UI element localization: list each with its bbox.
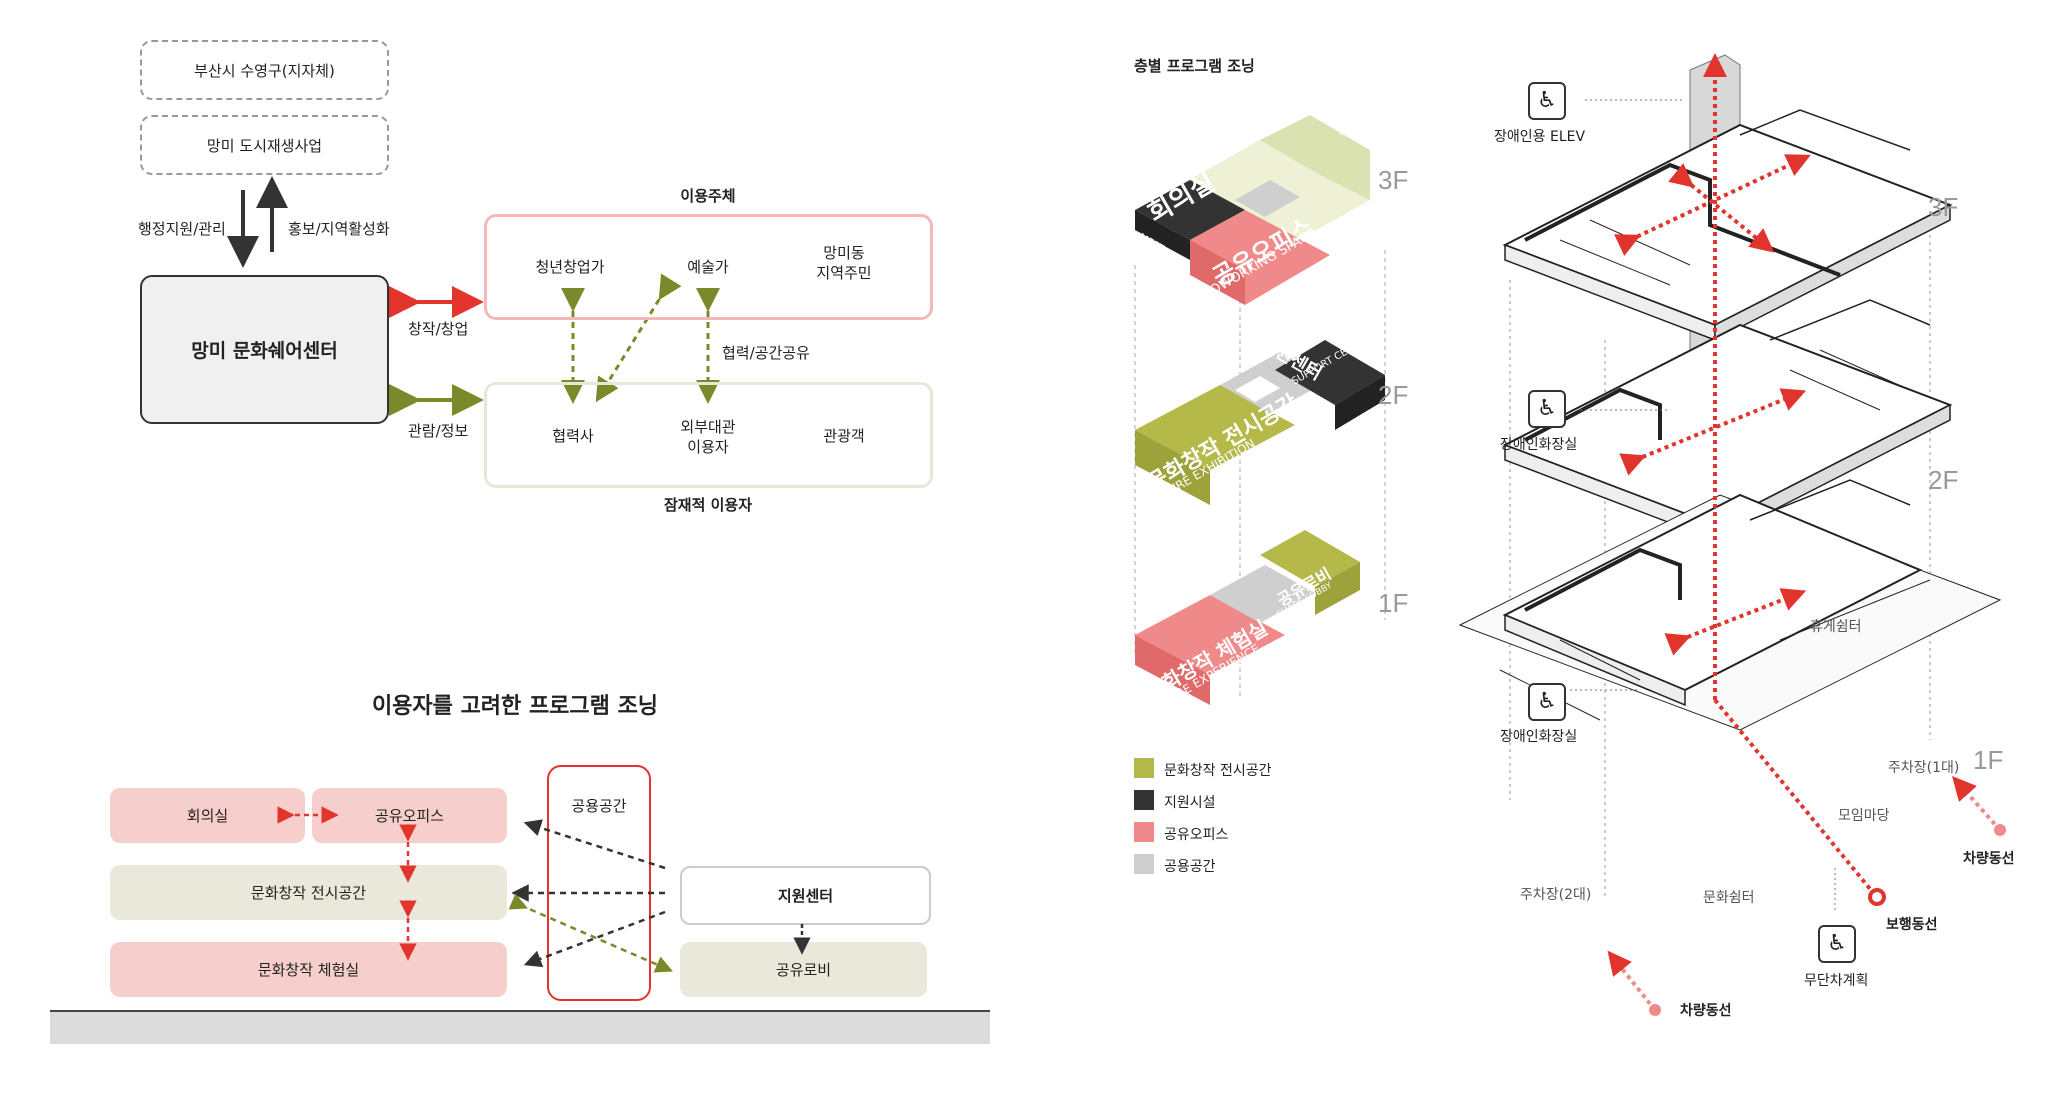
legend-label-shared: 공용공간 xyxy=(1164,859,1216,875)
wc2-label: 장애인화장실 xyxy=(1500,437,1578,453)
floor-zoning-diagram xyxy=(1134,115,1386,705)
shared-box xyxy=(547,765,651,1001)
axonometric-drawing xyxy=(1458,53,2006,1016)
gov-label: 부산시 수영구(지자체) xyxy=(194,61,335,80)
meeting-box: 회의실 xyxy=(110,788,305,843)
user-resident: 망미동 지역주민 xyxy=(816,244,872,282)
wheelchair-icon: ♿ xyxy=(1528,683,1566,721)
link2-label: 관람/정보 xyxy=(408,422,469,440)
up-label: 홍보/지역활성화 xyxy=(288,220,390,238)
fz-label-2f: 2F xyxy=(1378,380,1409,410)
vehicle1-label: 차량동선 xyxy=(1963,851,2015,867)
potential-partner: 협력사 xyxy=(552,427,594,445)
pedestrian-label: 보행동선 xyxy=(1886,917,1938,933)
cowork-box: 공유오피스 xyxy=(312,788,507,843)
gathering-label: 모임마당 xyxy=(1838,808,1890,824)
user-startup: 청년창업가 xyxy=(535,258,605,276)
user-artist: 예술가 xyxy=(687,258,729,276)
culture-rest-label: 문화쉼터 xyxy=(1703,890,1755,906)
potential-rental: 외부대관 이용자 xyxy=(680,418,736,456)
legend-swatch-cowork xyxy=(1134,822,1154,842)
users-box xyxy=(484,214,933,320)
olive-cross-arrow xyxy=(508,893,674,973)
parking2-label: 주차장(2대) xyxy=(1520,887,1592,903)
fz-label-3f: 3F xyxy=(1378,165,1409,195)
zoning-arrows xyxy=(277,806,811,973)
cowork-label: 공유오피스 xyxy=(374,807,444,825)
floor-1f-block xyxy=(1135,530,1360,705)
potential-title: 잠재적 이용자 xyxy=(663,496,753,514)
down-label: 행정지원/관리 xyxy=(138,220,226,238)
vehicle2-label: 차량동선 xyxy=(1680,1003,1732,1019)
barrier-free-label: 무단차계획 xyxy=(1804,973,1869,989)
potential-box xyxy=(484,382,933,488)
project-box: 망미 도시재생사업 xyxy=(140,115,389,175)
coop-label: 협력/공간공유 xyxy=(722,344,810,362)
center-label: 망미 문화쉐어센터 xyxy=(191,340,338,362)
gov-box: 부산시 수영구(지자체) xyxy=(140,40,389,100)
elev-label: 장애인용 ELEV xyxy=(1494,129,1586,145)
fz-label-1f: 1F xyxy=(1378,588,1409,618)
ground-bar xyxy=(50,1010,990,1044)
legend-swatch-exhibit xyxy=(1134,758,1154,778)
wheelchair-icon: ♿ xyxy=(1528,390,1566,428)
experience-label: 문화창작 체험실 xyxy=(257,961,360,979)
rest-label: 휴게쉼터 xyxy=(1810,619,1862,635)
exhibit-box: 문화창작 전시공간 xyxy=(110,865,507,920)
org-arrows xyxy=(227,176,720,416)
project-label: 망미 도시재생사업 xyxy=(206,136,323,155)
coop-arrow-2 xyxy=(595,273,682,403)
potential-tourist: 관광객 xyxy=(823,427,865,445)
support-label: 지원센터 xyxy=(777,887,834,905)
experience-box: 문화창작 체험실 xyxy=(110,942,507,997)
legend-swatch-shared xyxy=(1134,854,1154,874)
support-box: 지원센터 xyxy=(680,866,931,925)
wheelchair-icon: ♿ xyxy=(1528,82,1566,120)
zoning-title: 이용자를 고려한 프로그램 조닝 xyxy=(371,694,659,719)
axo-label-2f: 2F xyxy=(1928,465,1959,495)
legend-label-cowork: 공유오피스 xyxy=(1164,827,1229,843)
axo-label-3f: 3F xyxy=(1928,192,1959,222)
legend-swatch-support xyxy=(1134,790,1154,810)
legend-label-exhibit: 문화창작 전시공간 xyxy=(1164,763,1272,779)
lobby-label: 공유로비 xyxy=(775,961,832,979)
wheelchair-icon: ♿ xyxy=(1818,925,1856,963)
center-box: 망미 문화쉐어센터 xyxy=(140,275,389,424)
floor-2f-block xyxy=(1135,340,1385,505)
axo-label-1f: 1F xyxy=(1973,745,2004,775)
users-title: 이용주체 xyxy=(680,187,736,205)
parking1-label: 주차장(1대) xyxy=(1888,760,1960,776)
shared-label: 공용공간 xyxy=(571,797,627,815)
exhibit-label: 문화창작 전시공간 xyxy=(250,884,367,902)
pedestrian-start xyxy=(1868,888,1886,906)
support-to-shared-1 xyxy=(523,819,666,870)
link1-label: 창작/창업 xyxy=(408,320,469,338)
floor-3f-block xyxy=(1135,115,1370,305)
meeting-label: 회의실 xyxy=(186,807,229,825)
floor-zoning-title: 층별 프로그램 조닝 xyxy=(1134,57,1255,75)
legend-label-support: 지원시설 xyxy=(1164,795,1216,811)
wc1-label: 장애인화장실 xyxy=(1500,729,1578,745)
